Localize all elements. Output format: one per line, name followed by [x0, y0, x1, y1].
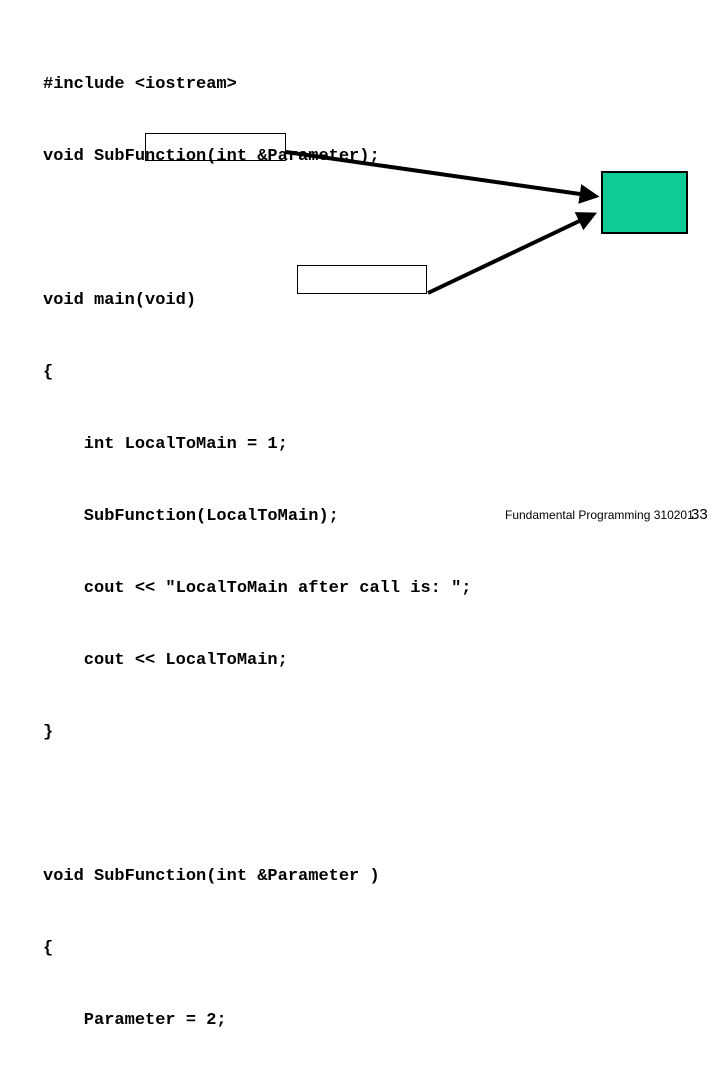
code-line: void SubFunction(int &Parameter ) [43, 867, 380, 886]
code-line: int LocalToMain = 1; [43, 435, 288, 454]
code-line: cout << "LocalToMain after call is: "; [43, 579, 472, 598]
highlight-box-parameter [297, 265, 427, 294]
slide-canvas: #include <iostream> void SubFunction(int… [43, 75, 708, 1030]
code-line: { [43, 363, 54, 382]
code-line: } [43, 723, 54, 742]
code-listing: #include <iostream> void SubFunction(int… [43, 25, 471, 1080]
code-line-blank [43, 217, 471, 241]
highlight-box-localtomain [145, 133, 286, 161]
code-line: cout << LocalToMain; [43, 651, 288, 670]
code-line: SubFunction(LocalToMain); [43, 507, 339, 526]
code-line: Parameter = 2; [43, 1011, 227, 1030]
footer-course-label: Fundamental Programming 310201 [505, 508, 694, 522]
footer-page-number: 33 [691, 506, 708, 523]
memory-cell-rectangle [601, 171, 688, 234]
code-line: { [43, 939, 54, 958]
code-line-blank [43, 793, 471, 817]
code-line: #include <iostream> [43, 75, 237, 94]
code-line: void main(void) [43, 291, 197, 310]
